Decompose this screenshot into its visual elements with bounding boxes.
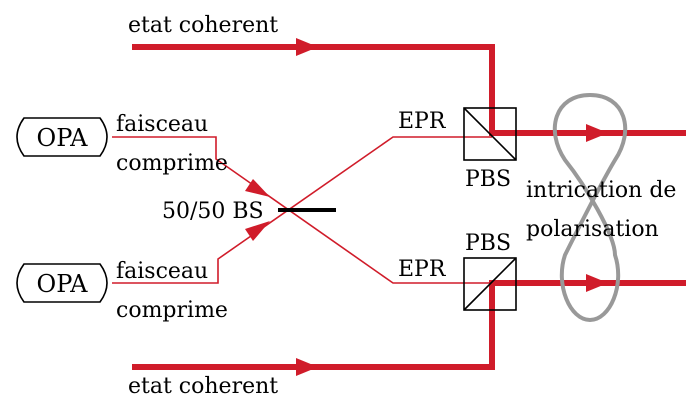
beamsplitter-label: 50/50 BS — [162, 199, 264, 224]
pbs-bottom-label: PBS — [465, 231, 511, 256]
opa-top: OPA — [16, 117, 108, 157]
squeezed-bottom-label-line2: comprime — [116, 298, 228, 323]
coherent-state-top-label: etat coherent — [128, 13, 278, 38]
arrow-squeezed-top — [245, 179, 270, 197]
coherent-beam-bottom — [132, 280, 686, 370]
coherent-state-bottom-label: etat coherent — [128, 374, 278, 399]
squeezed-top-label-line1: faisceau — [116, 112, 208, 137]
squeezed-beam-bottom-path — [112, 136, 492, 284]
opa-bottom-label: OPA — [37, 270, 89, 298]
entanglement-label-line1: intrication de — [526, 178, 676, 203]
opa-bottom: OPA — [16, 263, 108, 303]
opa-top-label: OPA — [37, 124, 89, 152]
squeezed-beams — [112, 136, 492, 284]
beam-arrows — [245, 38, 608, 376]
pbs-bottom — [463, 257, 517, 311]
arrow-out-bottom — [586, 274, 608, 292]
entanglement-loop — [552, 92, 628, 323]
squeezed-beam-top-path — [112, 136, 492, 284]
entanglement-label-line2: polarisation — [526, 217, 659, 242]
arrow-squeezed-bottom — [245, 221, 270, 241]
pbs-top — [463, 107, 517, 161]
pbs-top-label: PBS — [465, 167, 511, 192]
arrow-coherent-top — [296, 38, 318, 56]
epr-top-label: EPR — [398, 109, 447, 134]
arrow-out-top — [586, 124, 608, 142]
squeezed-top-label-line2: comprime — [116, 151, 228, 176]
arrow-coherent-bottom — [296, 358, 318, 376]
epr-bottom-label: EPR — [398, 257, 447, 282]
squeezed-bottom-label-line1: faisceau — [116, 259, 208, 284]
